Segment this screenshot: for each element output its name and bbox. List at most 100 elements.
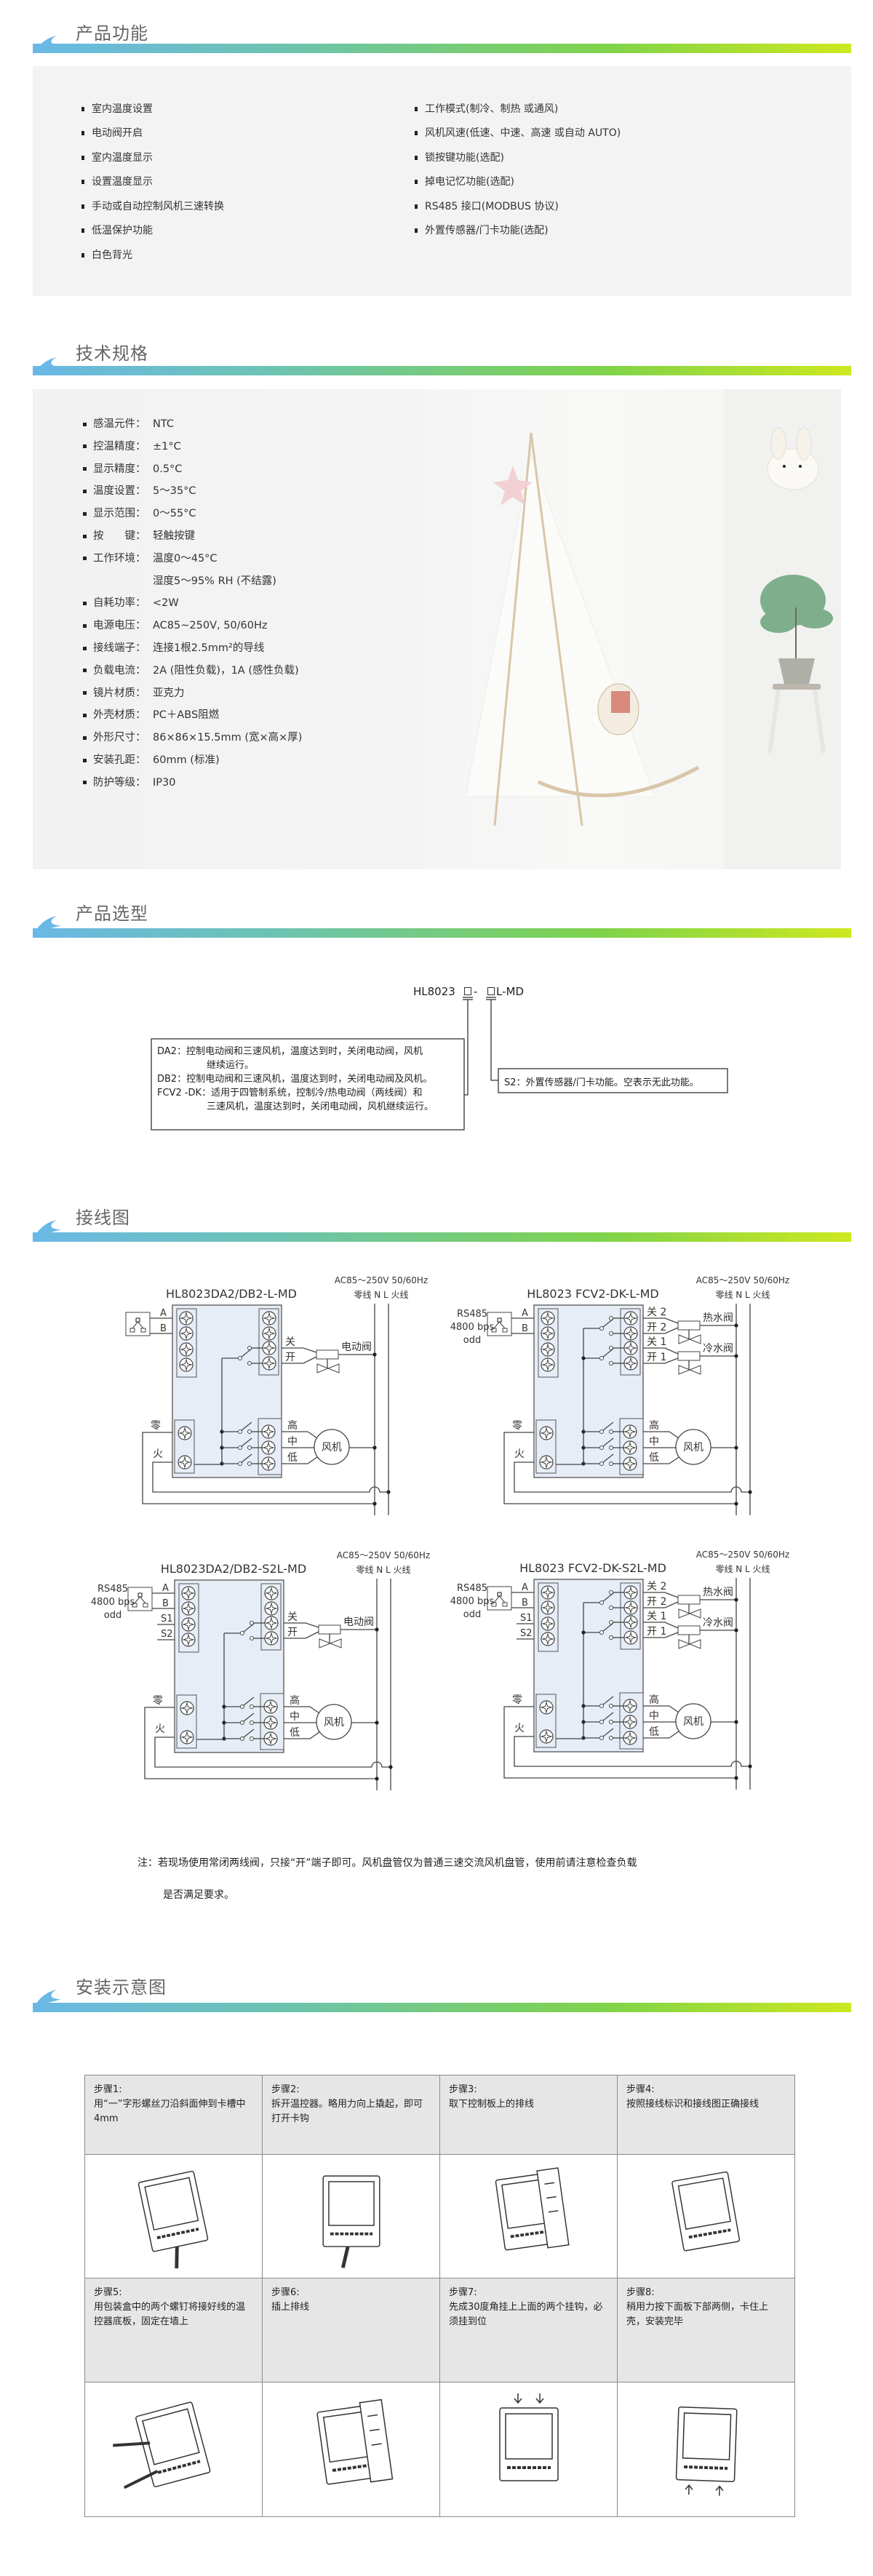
- live-label: 火: [153, 1448, 163, 1460]
- network-node: [137, 1592, 143, 1598]
- relay-contact: [240, 1720, 244, 1725]
- power-lines-label: 零线 N L 火线: [715, 1564, 770, 1574]
- wire: [284, 1631, 319, 1639]
- wire: [643, 1327, 679, 1334]
- bullet: [83, 601, 87, 605]
- spec-item: 控温精度：±1°C: [83, 438, 181, 453]
- power-lines-label: 零线 N L 火线: [354, 1290, 408, 1300]
- spec-item: 工作环境：温度0～45°C: [83, 550, 218, 565]
- relay-contact: [238, 1429, 242, 1434]
- spec-label: 自耗功率：: [93, 597, 146, 610]
- step-text: 插上排线: [271, 2302, 310, 2313]
- feature-item: RS485 接口(MODBUS 协议): [415, 199, 559, 213]
- spec-label: 工作环境：: [93, 552, 146, 565]
- spec-item: 显示精度：0.5°C: [83, 460, 182, 476]
- install-step-6: 步骤6:插上排线: [262, 2278, 440, 2382]
- terminal-screw-icon: [181, 1586, 196, 1600]
- valve-icon: [678, 1334, 701, 1344]
- relay-switch-arm: [602, 1454, 614, 1463]
- fan-high-label: 高: [290, 1694, 300, 1707]
- terminal-screw-icon: [541, 1585, 555, 1600]
- fan-motor-icon: [314, 1429, 350, 1465]
- wire: [282, 1431, 318, 1439]
- valve-label: 电动阀: [343, 1616, 374, 1628]
- wire: [643, 1731, 679, 1739]
- terminal-screw-icon: [261, 1424, 276, 1439]
- live-wire: [514, 1736, 750, 1767]
- spec-value: 湿度5～95% RH (不结露): [153, 575, 276, 587]
- terminal-screw-icon: [623, 1699, 637, 1713]
- terminal-screw-icon: [623, 1456, 637, 1471]
- spec-label: 感温元件：: [93, 418, 146, 430]
- junction-dot: [748, 1764, 752, 1768]
- junction-dot: [581, 1356, 586, 1360]
- fan-mid-label: 中: [287, 1436, 298, 1448]
- junction-dot: [372, 1445, 377, 1450]
- relay-contact: [247, 1445, 252, 1450]
- spec-item: 按 键：轻触按键: [83, 527, 195, 543]
- relay-contact: [599, 1720, 604, 1724]
- step-illustration: [84, 2154, 263, 2278]
- relay-contact: [247, 1361, 252, 1365]
- relay-contact: [609, 1590, 613, 1595]
- spec-value: 86×86×15.5mm (宽×高×厚): [153, 732, 303, 744]
- valve-open-label: 开 2: [647, 1322, 666, 1333]
- relay-contact: [238, 1445, 242, 1450]
- network-node: [132, 1596, 148, 1608]
- bullet: [83, 467, 87, 471]
- relay-contact: [599, 1462, 604, 1466]
- junction-dot: [734, 1720, 738, 1724]
- rs485-label: RS485: [97, 1584, 128, 1595]
- feature-item: 室内温度设置: [81, 101, 153, 116]
- valve-icon: [316, 1363, 340, 1373]
- terminal-screw-icon: [261, 1440, 276, 1455]
- terminal-screw-icon: [179, 1311, 194, 1325]
- step-label: 步骤3:: [449, 2084, 477, 2095]
- wire: [284, 1622, 319, 1628]
- section-title-install: 安装示意图: [76, 1977, 167, 1998]
- bullet: [83, 489, 87, 493]
- parity-label: odd: [463, 1335, 481, 1346]
- spec-value: AC85~250V, 50/60Hz: [153, 620, 268, 632]
- bullet: [83, 422, 87, 426]
- network-node: [497, 1317, 502, 1323]
- selection-connectors: [151, 997, 728, 1131]
- feature-item: 手动或自动控制风机三速转换: [81, 199, 224, 213]
- relay-contact: [250, 1621, 254, 1625]
- spec-value: ±1°C: [153, 440, 181, 452]
- spec-item: 外壳材质：PC＋ABS阻燃: [83, 706, 219, 722]
- relay-switch-arm: [241, 1454, 252, 1463]
- relay-switch-arm: [243, 1712, 255, 1722]
- fan-low-label: 低: [649, 1452, 659, 1464]
- relay-switch-arm: [602, 1437, 614, 1447]
- spec-item: 外形尺寸：86×86×15.5mm (宽×高×厚): [83, 729, 302, 744]
- neutral-wire: [142, 1432, 375, 1504]
- relay-contact: [599, 1704, 604, 1708]
- terminal-screw-icon: [623, 1731, 637, 1745]
- relay-switch-arm: [602, 1728, 614, 1737]
- step-label: 步骤5:: [94, 2287, 122, 2298]
- valve-label: 热水阀: [703, 1312, 733, 1324]
- section-title-features: 产品功能: [76, 23, 148, 44]
- junction-dot: [748, 1490, 752, 1494]
- terminal-screw-icon: [541, 1600, 555, 1615]
- junction-dot: [220, 1429, 224, 1434]
- fan-high-label: 高: [649, 1419, 659, 1432]
- valve-close-label: 关 1: [647, 1611, 666, 1622]
- spec-item: 电源电压：AC85~250V, 50/60Hz: [83, 617, 268, 632]
- valve-open-label: 开 1: [647, 1352, 666, 1363]
- relay-contact: [599, 1630, 604, 1635]
- step-text: 先成30度角挂上上面的两个挂钩，必须挂到位: [449, 2302, 603, 2327]
- terminal-screw-icon: [264, 1601, 279, 1616]
- relay-contact: [250, 1636, 254, 1640]
- terminal-screw-icon: [623, 1326, 638, 1341]
- relay-contact: [599, 1326, 604, 1331]
- neutral-wire: [503, 1432, 736, 1504]
- terminal-screw-icon: [262, 1326, 276, 1341]
- spec-item: 安装孔距：60mm (标准): [83, 751, 220, 767]
- fan-low-label: 低: [649, 1726, 659, 1738]
- terminal-label-a: A: [522, 1582, 528, 1593]
- relay-contact: [599, 1445, 604, 1450]
- relay-switch-arm: [602, 1712, 614, 1721]
